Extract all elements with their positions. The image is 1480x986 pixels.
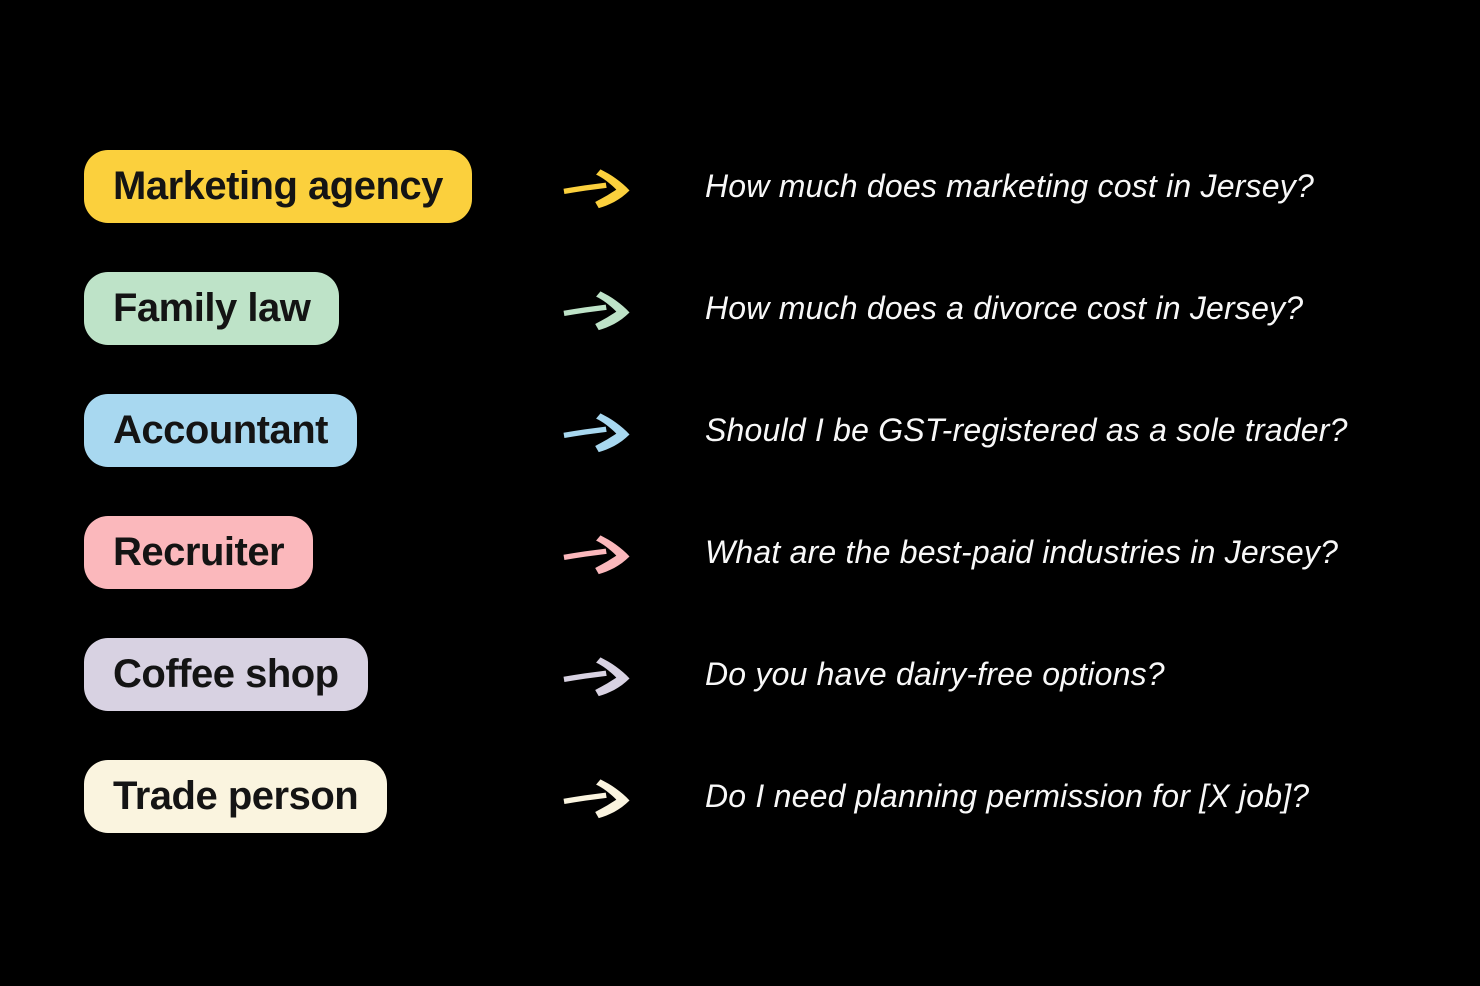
arrow-right-icon [560,286,648,332]
category-label: Family law [113,286,311,330]
arrow-right-icon [560,408,648,454]
category-question-list: Marketing agency How much does marketing… [84,150,1480,882]
badge-column: Trade person [84,760,560,833]
question-text: Should I be GST-registered as a sole tra… [705,412,1348,448]
category-label: Recruiter [113,530,285,574]
category-badge: Recruiter [84,516,314,589]
arrow-right-icon [560,774,648,820]
category-badge: Accountant [84,394,357,467]
question-text: How much does a divorce cost in Jersey? [705,290,1304,326]
badge-column: Family law [84,272,560,345]
question-text: How much does marketing cost in Jersey? [705,168,1314,204]
row-marketing-agency: Marketing agency How much does marketing… [84,150,1480,223]
category-label: Marketing agency [113,164,443,208]
question-text: Do you have dairy-free options? [705,656,1165,692]
category-badge: Marketing agency [84,150,472,223]
category-badge: Trade person [84,760,388,833]
category-label: Accountant [113,408,329,452]
category-label: Coffee shop [113,652,339,696]
arrow-right-icon [560,530,648,576]
row-accountant: Accountant Should I be GST-registered as… [84,394,1480,467]
row-family-law: Family law How much does a divorce cost … [84,272,1480,345]
badge-column: Accountant [84,394,560,467]
row-recruiter: Recruiter What are the best-paid industr… [84,516,1480,589]
category-label: Trade person [113,774,359,818]
category-badge: Coffee shop [84,638,368,711]
badge-column: Recruiter [84,516,560,589]
category-badge: Family law [84,272,340,345]
row-trade-person: Trade person Do I need planning permissi… [84,760,1480,833]
question-text: Do I need planning permission for [X job… [705,778,1310,814]
question-text: What are the best-paid industries in Jer… [705,534,1339,570]
row-coffee-shop: Coffee shop Do you have dairy-free optio… [84,638,1480,711]
arrow-right-icon [560,164,648,210]
badge-column: Coffee shop [84,638,560,711]
arrow-right-icon [560,652,648,698]
badge-column: Marketing agency [84,150,560,223]
